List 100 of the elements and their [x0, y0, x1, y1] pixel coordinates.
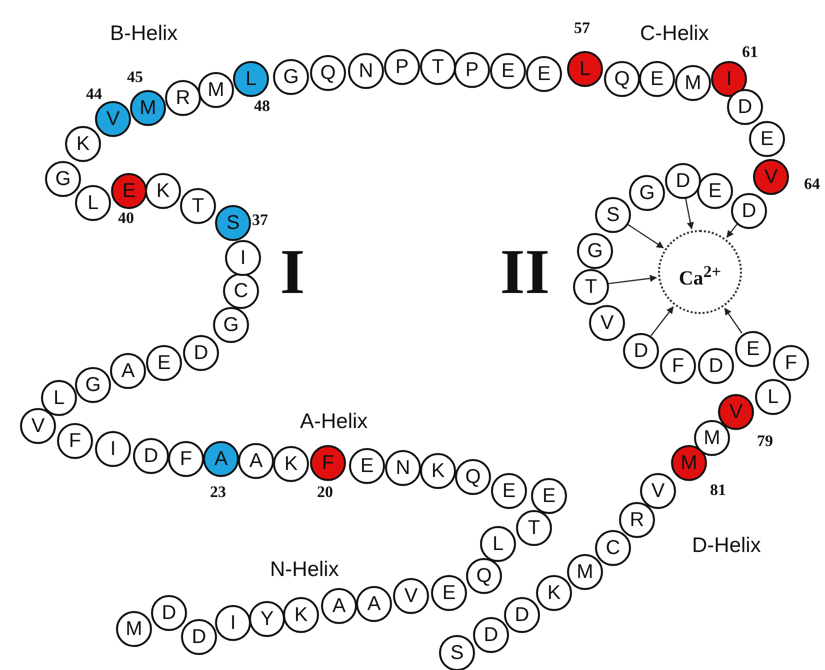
residue-circle: I [95, 431, 131, 467]
helix-label: B-Helix [110, 22, 178, 46]
residue-circle: G [577, 233, 613, 269]
residue-number: 44 [86, 86, 102, 104]
residue-number: 61 [742, 44, 758, 62]
residue-circle: T [180, 188, 216, 224]
residue-circle: E [431, 575, 467, 611]
arrow [724, 308, 742, 334]
residue-circle: V [753, 159, 789, 195]
residue-circle: R [619, 502, 655, 538]
residue-circle: D [181, 619, 217, 655]
residue-circle: L [567, 51, 603, 87]
residue-circle: V [95, 101, 131, 137]
residue-circle: D [698, 348, 734, 384]
residue-circle: I [215, 605, 251, 641]
residue-circle: E [490, 53, 526, 89]
residue-circle: V [640, 473, 676, 509]
domain-numeral: II [500, 235, 550, 309]
residue-circle: E [697, 173, 733, 209]
residue-circle: E [735, 331, 771, 367]
residue-circle: V [589, 305, 625, 341]
residue-circle: Q [466, 558, 502, 594]
residue-circle: F [773, 345, 809, 381]
residue-circle: E [146, 345, 182, 381]
residue-circle: Y [249, 601, 285, 637]
residue-circle: T [420, 49, 456, 85]
residue-number: 23 [210, 484, 226, 502]
residue-number: 81 [710, 482, 726, 500]
residue-number: 79 [757, 433, 773, 451]
domain-numeral: I [280, 235, 305, 309]
residue-circle: L [233, 61, 269, 97]
residue-circle: D [183, 335, 219, 371]
residue-circle: K [273, 446, 309, 482]
residue-circle: P [384, 49, 420, 85]
residue-circle: V [20, 408, 56, 444]
residue-circle: T [516, 510, 552, 546]
residue-circle: A [238, 443, 274, 479]
residue-circle: Q [455, 459, 491, 495]
residue-circle: Q [310, 55, 346, 91]
residue-circle: P [454, 52, 490, 88]
helix-label: D-Helix [692, 534, 761, 558]
residue-circle: L [480, 526, 516, 562]
residue-circle: M [671, 445, 707, 481]
residue-circle: G [75, 367, 111, 403]
helix-label: C-Helix [640, 22, 709, 46]
residue-circle: L [75, 185, 111, 221]
residue-number: 64 [804, 176, 820, 194]
residue-circle: E [491, 473, 527, 509]
residue-number: 37 [252, 212, 268, 230]
residue-circle: E [749, 121, 785, 157]
residue-circle: M [198, 72, 234, 108]
residue-circle: E [531, 478, 567, 514]
residue-circle: D [731, 193, 767, 229]
residue-circle: M [694, 420, 730, 456]
residue-circle: N [385, 450, 421, 486]
residue-circle: Q [604, 61, 640, 97]
residue-circle: M [130, 90, 166, 126]
ion-circle: Ca$^{2+}$ [658, 230, 742, 314]
residue-circle: A [356, 586, 392, 622]
arrow [726, 224, 738, 238]
residue-circle: K [65, 126, 101, 162]
residue-circle: D [133, 438, 169, 474]
residue-circle: D [623, 333, 659, 369]
residue-circle: L [755, 379, 791, 415]
residue-number: 48 [254, 98, 270, 116]
residue-circle: K [283, 597, 319, 633]
residue-circle: S [215, 205, 251, 241]
residue-circle: E [349, 448, 385, 484]
residue-circle: K [420, 453, 456, 489]
residue-circle: S [439, 635, 475, 670]
residue-circle: E [111, 173, 147, 209]
arrow [626, 223, 664, 248]
residue-circle: T [573, 269, 609, 305]
residue-number: 45 [127, 69, 143, 87]
residue-circle: V [718, 394, 754, 430]
arrow [650, 306, 674, 336]
residue-circle: G [629, 175, 665, 211]
residue-circle: A [110, 353, 146, 389]
residue-circle: K [536, 575, 572, 611]
residue-number: 57 [574, 20, 590, 38]
residue-circle: G [45, 161, 81, 197]
residue-circle: M [567, 554, 603, 590]
residue-circle: D [665, 163, 701, 199]
arrow [608, 274, 658, 284]
residue-circle: E [639, 61, 675, 97]
residue-circle: C [223, 273, 259, 309]
residue-circle: S [595, 197, 631, 233]
residue-circle: D [727, 89, 763, 125]
residue-circle: I [225, 240, 261, 276]
residue-circle: E [526, 56, 562, 92]
residue-circle: K [145, 173, 181, 209]
residue-circle: F [57, 423, 93, 459]
residue-circle: A [203, 441, 239, 477]
residue-number: 20 [317, 484, 333, 502]
residue-circle: F [168, 441, 204, 477]
residue-circle: D [473, 617, 509, 653]
residue-circle: V [393, 578, 429, 614]
residue-circle: A [321, 588, 357, 624]
residue-circle: D [504, 597, 540, 633]
residue-circle: R [165, 80, 201, 116]
